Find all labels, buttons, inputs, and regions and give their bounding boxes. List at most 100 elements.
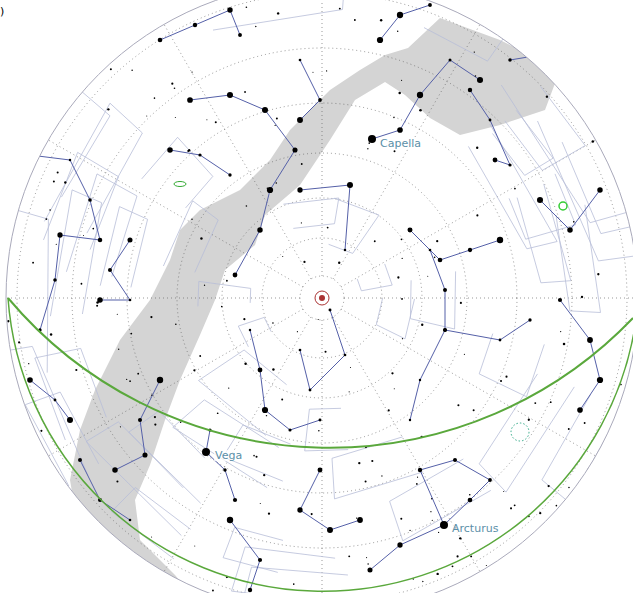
faint-star [568,428,570,430]
constellation-line [160,10,240,40]
faint-star [427,276,428,277]
star-dot [238,33,242,37]
star-dot [344,249,347,252]
constellation-boundary [479,374,574,492]
star-dot [258,368,263,373]
constellation-line [445,320,530,340]
star-dot [368,135,376,143]
star-dot [228,173,231,176]
faint-star [5,67,7,69]
faint-star [175,323,177,325]
star-dot [127,237,132,242]
faint-star [282,256,283,257]
star-dot [537,197,543,203]
pole-marker [319,295,325,301]
faint-star [460,302,462,304]
faint-star [96,305,98,307]
faint-star [534,402,536,404]
faint-star [8,488,10,490]
star-dot [453,458,457,462]
constellation-line [230,520,260,590]
faint-star [131,69,133,71]
faint-star [146,115,147,116]
faint-star [268,513,270,515]
faint-star [194,546,195,547]
faint-star [421,324,423,326]
faint-star [608,485,611,488]
constellation-boundary [501,44,633,223]
hour-line [322,0,323,276]
star-dot [443,288,447,292]
faint-star [253,455,255,457]
star-dot [297,507,302,512]
star-dot [309,389,312,392]
faint-star [297,331,298,332]
star-dot [227,517,233,523]
faint-star [457,555,459,557]
star-dot [158,38,163,43]
faint-star [20,101,22,103]
constellation-boundary [376,299,414,339]
faint-star [281,399,283,401]
faint-star [339,8,341,10]
faint-star [118,349,119,350]
faint-star [256,456,258,458]
star-dot [327,527,333,533]
faint-star [438,532,439,533]
star-dot [597,187,602,192]
faint-star [338,262,340,264]
faint-star [394,150,396,152]
constellation-line [372,60,480,139]
constellation-boundary [410,271,455,329]
faint-star [417,477,418,478]
faint-star [409,530,410,531]
constellation-line [370,525,444,570]
constellation-boundary [163,201,218,273]
constellation-boundary [305,408,349,451]
hour-line [322,320,323,593]
hour-line [36,309,303,463]
faint-star [397,31,398,32]
faint-star [517,559,519,561]
faint-star [191,71,192,72]
constellation-boundary [556,205,601,313]
star-dot [567,227,573,233]
faint-star [96,301,99,304]
star-dot [202,448,210,456]
faint-star [560,331,561,332]
faint-star [476,214,478,216]
faint-star [326,70,327,71]
star-dot [499,339,502,342]
star-dot [223,468,226,471]
faint-star [246,205,248,207]
star-dot [318,468,323,473]
faint-star [393,117,394,118]
panel-letter: ) [0,6,4,17]
declination-circle [127,103,517,493]
star-dot [129,519,132,522]
faint-star [301,163,303,165]
faint-star [401,238,403,240]
faint-star [391,372,393,374]
faint-star [183,589,184,590]
star-dot [428,3,432,7]
star-dot [468,248,472,252]
faint-star [473,409,475,411]
faint-star [75,369,77,371]
faint-star [217,412,219,414]
cluster [511,423,529,441]
chart-edge [6,0,633,593]
faint-star [398,92,400,94]
faint-star [349,391,350,392]
faint-star [434,257,436,259]
faint-star [150,316,152,318]
faint-star [573,221,575,223]
faint-star [568,487,570,489]
faint-star [539,512,541,514]
faint-star [368,142,370,144]
faint-star [151,536,152,537]
star-dot [269,189,272,192]
star-dot [443,328,447,332]
faint-star [528,419,530,421]
star-dot [193,23,197,27]
